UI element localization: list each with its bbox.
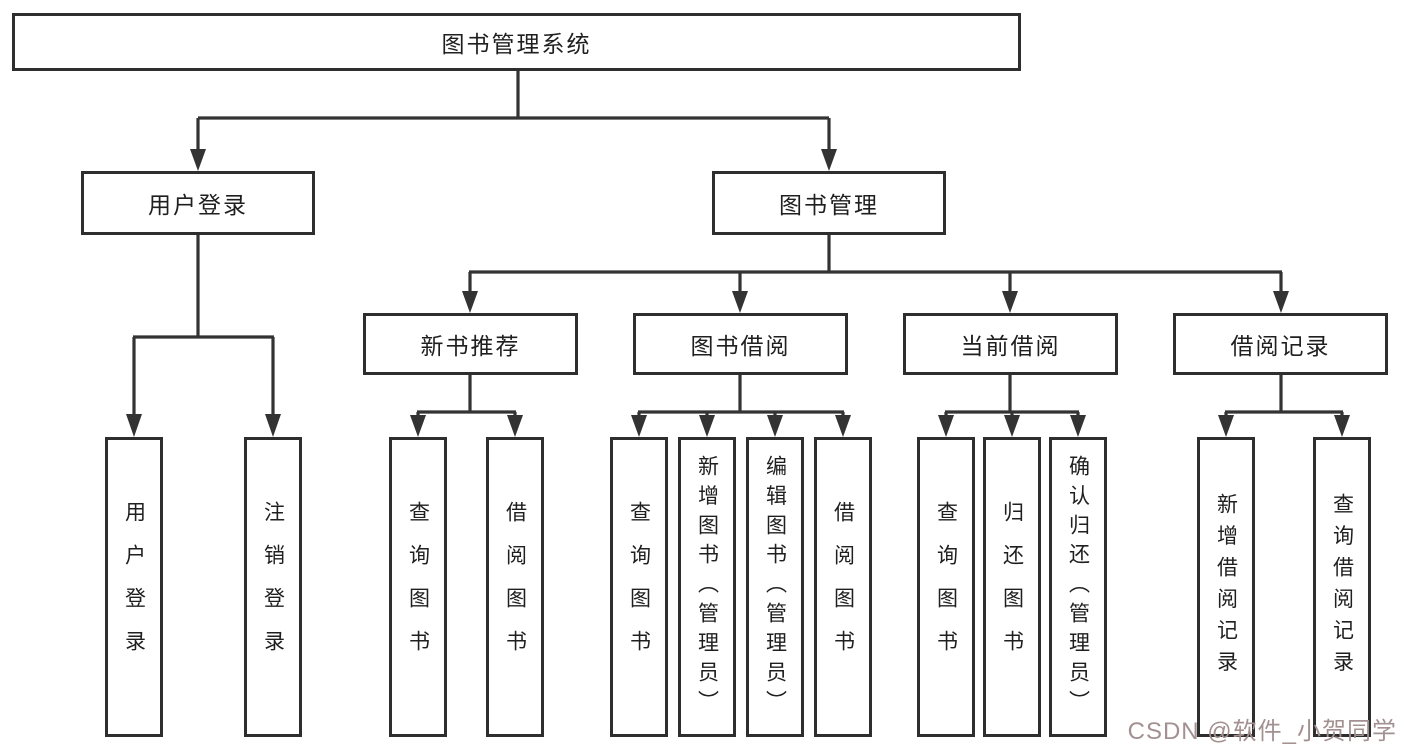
node-label: 图书借阅: [690, 333, 791, 359]
leaf-label: 编辑图书（管理员）: [763, 454, 787, 720]
leaf-borrow-query-book: 查询图书: [610, 437, 668, 737]
leaf-label: 查询图书: [627, 500, 651, 674]
leaf-logout: 注销登录: [244, 437, 302, 737]
node-label: 用户登录: [148, 192, 248, 218]
leaf-recommend-borrow-book: 借阅图书: [486, 437, 544, 737]
node-label: 图书管理系统: [441, 31, 592, 57]
node-book-borrow: 图书借阅: [633, 313, 848, 375]
leaf-label: 注销登录: [261, 500, 285, 674]
node-user-login: 用户登录: [81, 171, 315, 235]
node-label: 图书管理: [779, 192, 879, 218]
leaf-label: 查询借阅记录: [1330, 492, 1354, 682]
node-new-book-recommend: 新书推荐: [363, 313, 578, 375]
csdn-watermark: CSDN @软件_小贺同学: [1127, 718, 1397, 745]
leaf-label: 借阅图书: [503, 500, 527, 674]
leaf-current-confirm-return-admin: 确认归还（管理员）: [1049, 437, 1107, 737]
leaf-records-add-record: 新增借阅记录: [1197, 437, 1255, 737]
leaf-user-login: 用户登录: [105, 437, 163, 737]
node-borrow-records: 借阅记录: [1173, 313, 1388, 375]
arrowheads: [126, 149, 1350, 437]
leaf-label: 查询图书: [934, 500, 958, 674]
leaf-label: 借阅图书: [831, 500, 855, 674]
node-book-management: 图书管理: [712, 171, 946, 235]
leaf-borrow-add-book-admin: 新增图书（管理员）: [678, 437, 736, 737]
leaf-label: 归还图书: [1000, 500, 1024, 674]
leaf-current-query-book: 查询图书: [917, 437, 975, 737]
leaf-label: 确认归还（管理员）: [1066, 454, 1090, 720]
node-label: 借阅记录: [1230, 333, 1331, 359]
leaf-records-query-record: 查询借阅记录: [1313, 437, 1371, 737]
leaf-recommend-query-book: 查询图书: [389, 437, 447, 737]
leaf-label: 用户登录: [122, 500, 146, 674]
leaf-label: 新增借阅记录: [1214, 492, 1238, 682]
leaf-borrow-borrow-book: 借阅图书: [814, 437, 872, 737]
node-current-borrow: 当前借阅: [903, 313, 1118, 375]
leaf-label: 查询图书: [406, 500, 430, 674]
leaf-borrow-edit-book-admin: 编辑图书（管理员）: [746, 437, 804, 737]
leaf-label: 新增图书（管理员）: [695, 454, 719, 720]
node-label: 新书推荐: [420, 333, 521, 359]
node-library-system: 图书管理系统: [12, 13, 1021, 71]
node-label: 当前借阅: [960, 333, 1061, 359]
leaf-current-return-book: 归还图书: [983, 437, 1041, 737]
